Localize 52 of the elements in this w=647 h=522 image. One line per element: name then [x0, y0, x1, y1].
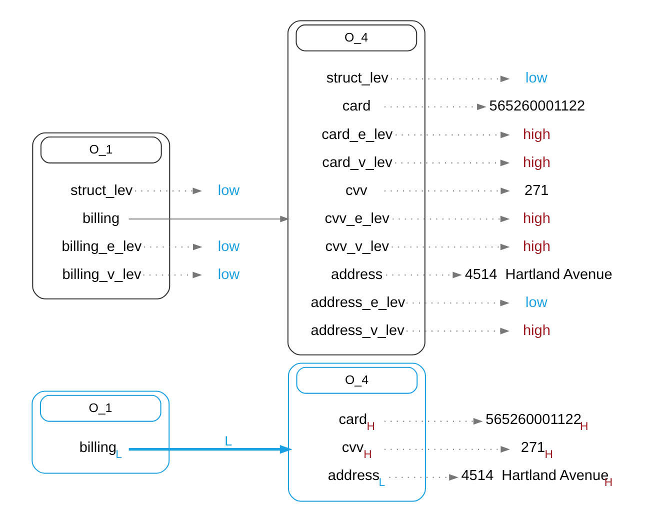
- node-text: 565260001122$_{H}$: [485, 412, 588, 434]
- node-text: cvv$_{H}$: [341, 440, 372, 462]
- arrow: [392, 216, 510, 222]
- arrow: [128, 444, 292, 454]
- node-text: low: [525, 294, 547, 311]
- node-text: high: [522, 154, 550, 171]
- node-text: high: [522, 126, 550, 143]
- arrow: [142, 272, 202, 278]
- node-text: struct_lev: [326, 70, 388, 87]
- node-text: low: [217, 238, 240, 255]
- node-text: card_v_lev: [322, 154, 392, 171]
- arrow: [384, 446, 510, 453]
- node-text: high: [522, 322, 550, 339]
- node-text: billing_e_lev: [61, 238, 142, 255]
- node-text: low: [217, 182, 240, 199]
- node-text: address_e_lev: [310, 294, 405, 311]
- arrow: [386, 272, 462, 278]
- arrow: [394, 160, 510, 166]
- node-text: low: [525, 70, 547, 87]
- node-text: high: [522, 238, 550, 255]
- node-text: low: [217, 266, 240, 283]
- arrow: [406, 300, 510, 306]
- node-text: 4514 Hartland Avenue: [464, 266, 612, 283]
- arrow: [144, 244, 202, 250]
- arrow: [388, 474, 458, 481]
- arrow: [390, 76, 510, 82]
- arrow: [384, 104, 486, 110]
- arrow: [406, 328, 510, 334]
- arrow: [128, 216, 290, 222]
- edge-label: L: [224, 434, 232, 449]
- arrow: [391, 244, 510, 250]
- node-text: 271$_{H}$: [520, 440, 553, 462]
- node-text: card_e_lev: [321, 126, 392, 143]
- node-text: 565260001122: [488, 98, 585, 115]
- node-text: address: [330, 266, 382, 283]
- arrow: [395, 132, 510, 138]
- node-text: card: [342, 98, 370, 115]
- node-text: billing$_{L}$: [78, 440, 122, 462]
- node-text: cvv: [345, 182, 367, 199]
- node-text: address$_{L}$: [327, 468, 385, 490]
- node-text: 271: [524, 182, 548, 199]
- node-text: address_v_lev: [310, 322, 404, 339]
- node-text: cvv_v_lev: [324, 238, 389, 255]
- arrow: [134, 188, 202, 194]
- node-text: card$_{H}$: [338, 412, 375, 434]
- node-text: high: [522, 210, 550, 227]
- node-text: billing_v_lev: [62, 266, 141, 283]
- arrow: [384, 188, 510, 194]
- node-text: cvv_e_lev: [324, 210, 389, 227]
- node-text: billing: [82, 210, 120, 227]
- arrow: [384, 418, 482, 425]
- node-text: struct_lev: [70, 182, 132, 199]
